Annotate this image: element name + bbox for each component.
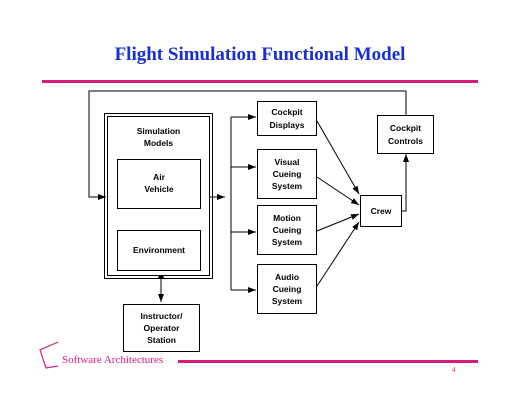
instructor-station-label: Instructor/ Operator Station: [140, 310, 183, 346]
cockpit-controls-block: Cockpit Controls: [377, 115, 434, 154]
cockpit-displays-to-crew-arrow: [316, 120, 360, 195]
visual-cueing-to-crew-arrow: [316, 176, 360, 206]
air-vehicle-block: Air Vehicle: [117, 159, 201, 209]
footer-text: Software Architectures: [62, 354, 164, 366]
title-rule: [42, 80, 478, 83]
slide-title: Flight Simulation Functional Model: [114, 44, 406, 65]
audio-cueing-to-crew-arrow: [316, 221, 360, 287]
instructor-station-block: Instructor/ Operator Station: [123, 304, 200, 352]
audio-cueing-block: Audio Cueing System: [257, 264, 317, 314]
environment-label: Environment: [133, 245, 185, 255]
audio-cueing-label: Audio Cueing System: [271, 271, 303, 307]
simulation-models-block: Simulation Models Air Vehicle Environmen…: [104, 113, 213, 279]
crew-label: Crew: [370, 205, 392, 216]
crew-to-controls-arrow: [402, 154, 409, 212]
visual-cueing-block: Visual Cueing System: [257, 149, 317, 199]
motion-cueing-label: Motion Cueing System: [271, 212, 303, 248]
cockpit-displays-block: Cockpit Displays: [257, 101, 317, 136]
environment-block: Environment: [117, 230, 201, 271]
visual-cueing-label: Visual Cueing System: [271, 156, 303, 192]
cockpit-controls-label: Cockpit Controls: [388, 123, 423, 146]
footer-bracket-decor: [39, 341, 59, 369]
crew-block: Crew: [360, 195, 402, 227]
simulation-models-label: Simulation Models: [136, 126, 181, 149]
footer-rule: [178, 360, 478, 363]
page-number: 4: [452, 366, 456, 374]
air-vehicle-label: Air Vehicle: [144, 172, 174, 195]
motion-cueing-block: Motion Cueing System: [257, 205, 317, 255]
cockpit-displays-label: Cockpit Displays: [269, 107, 305, 130]
feedback-loop-line: [88, 90, 407, 200]
motion-cueing-to-crew-arrow: [316, 213, 360, 232]
